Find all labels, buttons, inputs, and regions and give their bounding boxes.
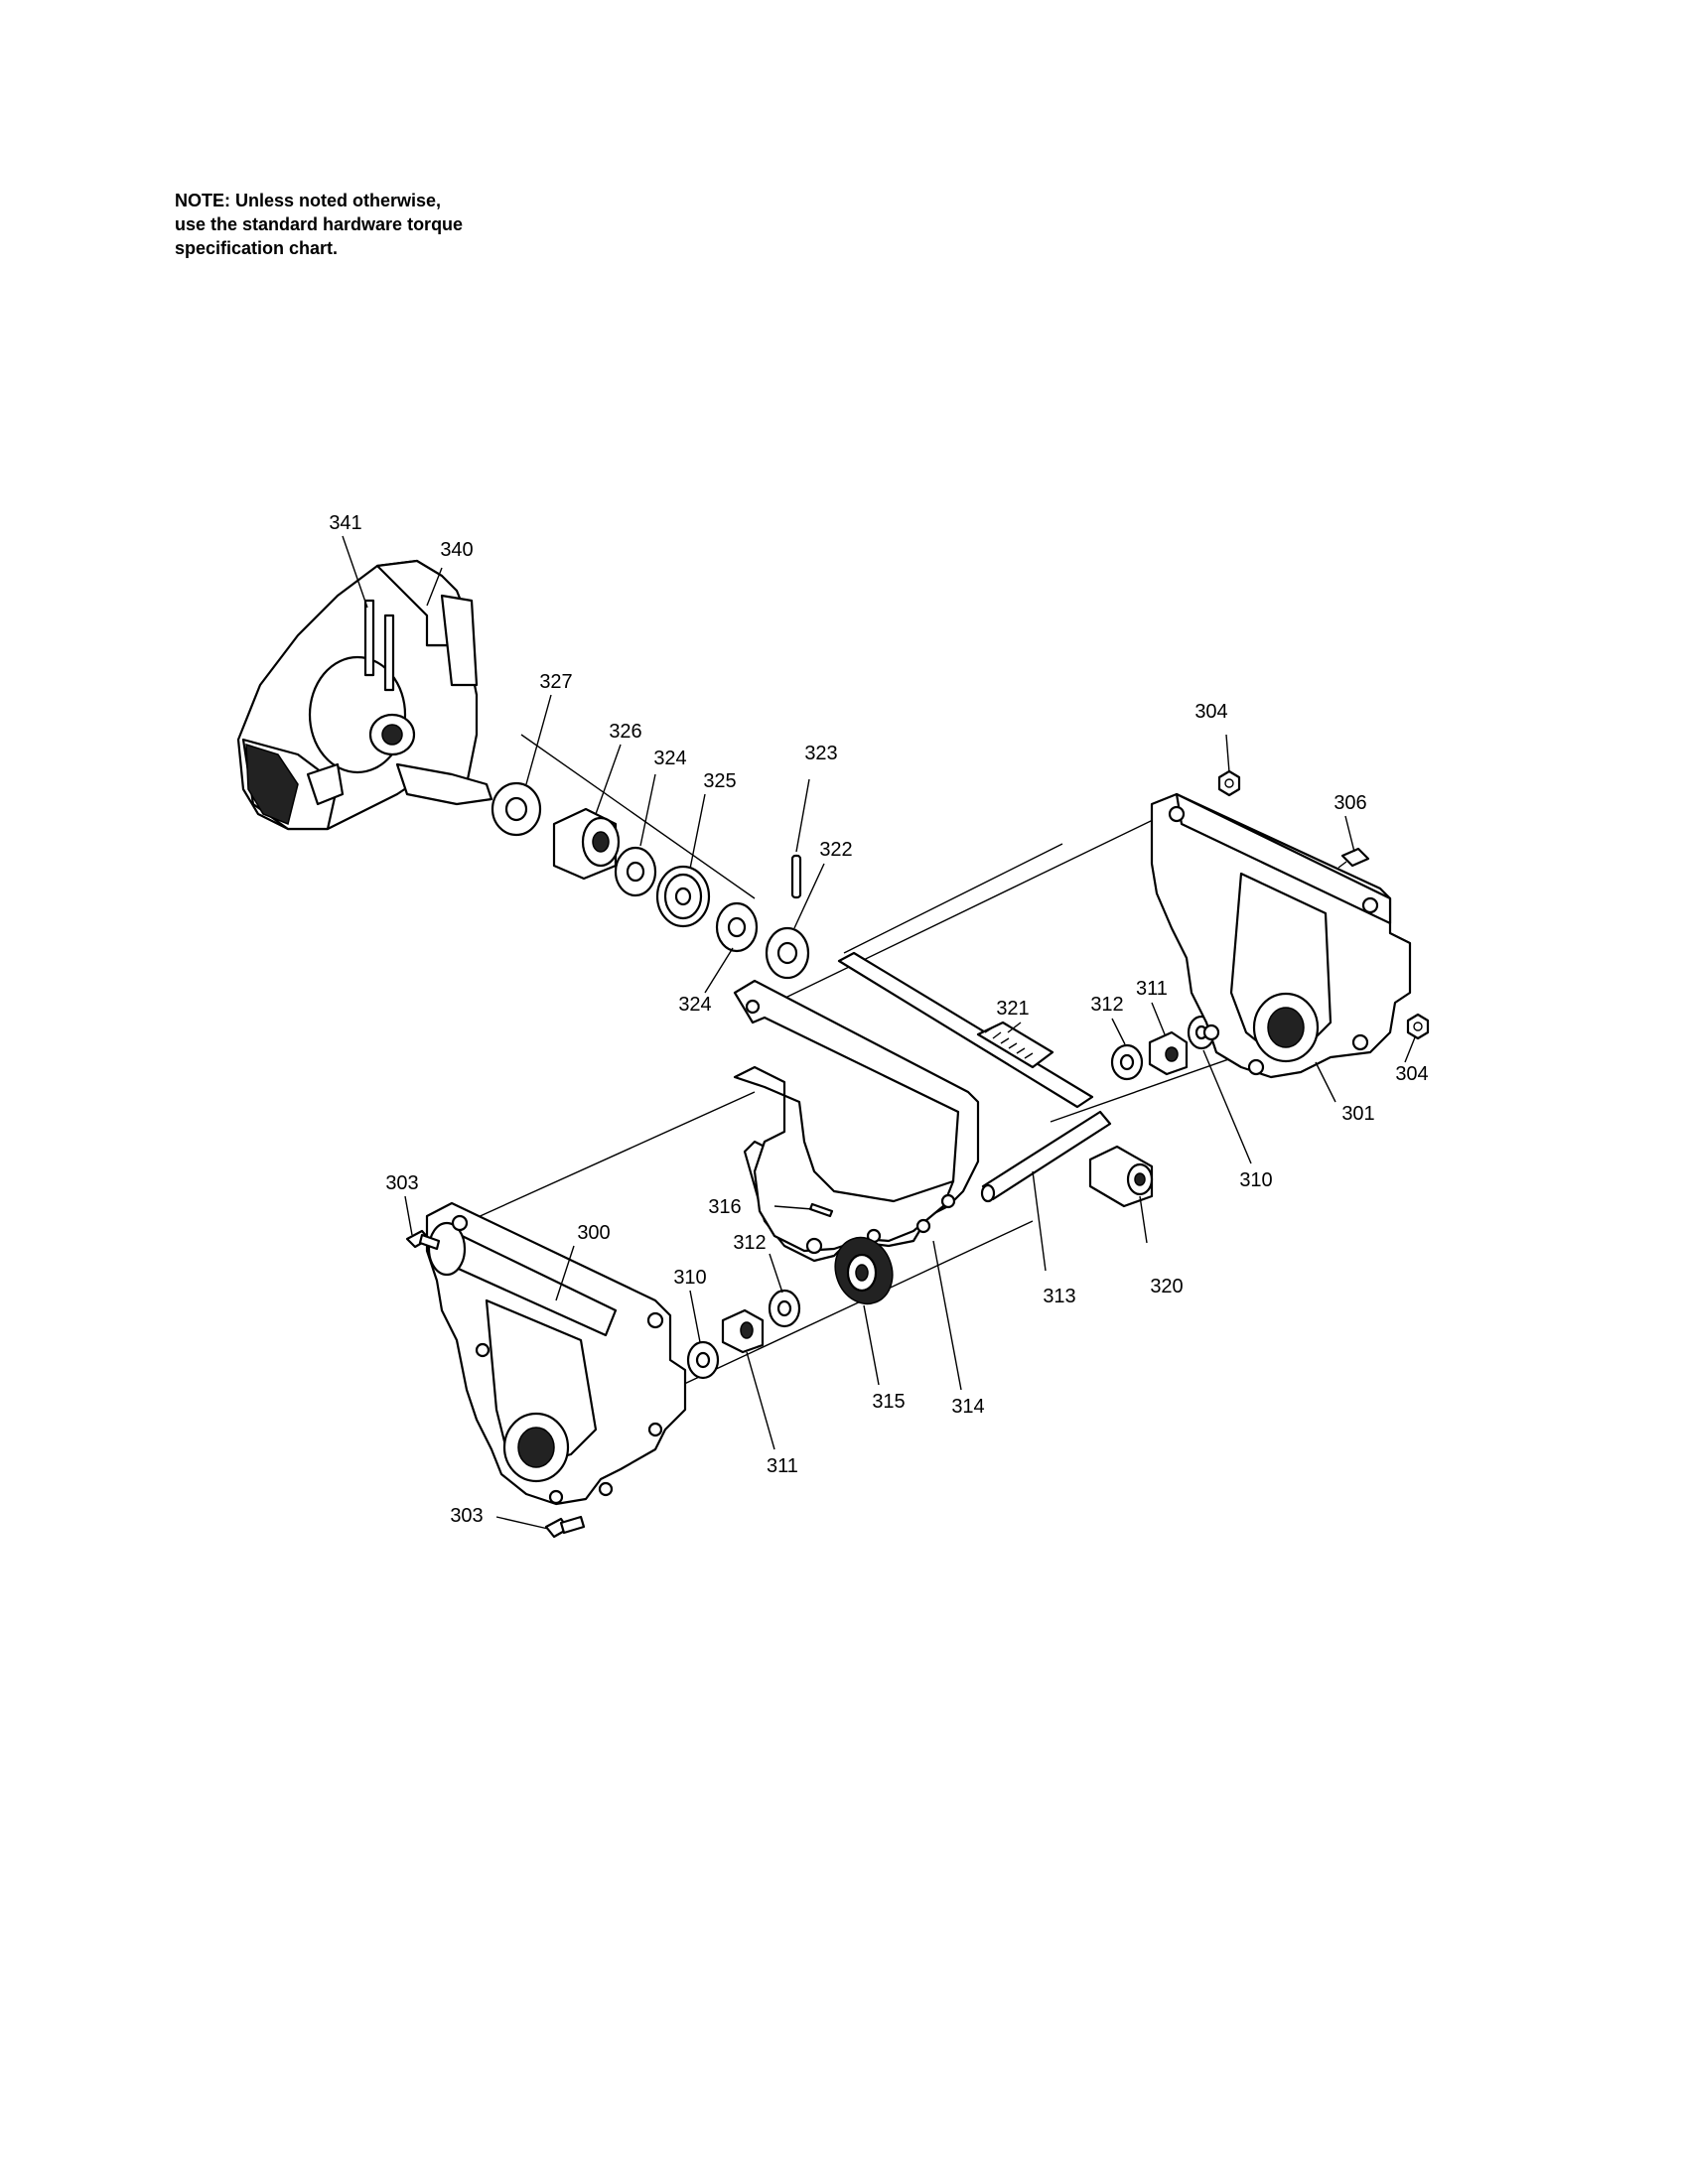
callout-303-top: 303 <box>385 1172 418 1194</box>
note-line-1: NOTE: Unless noted otherwise, <box>175 191 442 210</box>
thrust-bearing-325 <box>655 865 711 928</box>
washer-327 <box>491 781 542 837</box>
callout-340: 340 <box>440 539 473 561</box>
callout-312-right: 312 <box>1090 994 1123 1016</box>
washer-324-lower <box>715 901 759 953</box>
callout-labels: 341 340 327 326 324 325 323 322 324 321 … <box>329 512 1428 1527</box>
bushing-311-right <box>1148 1030 1189 1076</box>
callout-321: 321 <box>996 998 1029 1020</box>
callout-324-upper: 324 <box>653 748 686 769</box>
nut-304-right <box>1406 1013 1430 1040</box>
grease-fitting-306 <box>1337 847 1370 869</box>
callout-316: 316 <box>708 1196 741 1218</box>
screw-303-bottom <box>544 1515 586 1539</box>
callout-301: 301 <box>1341 1103 1374 1125</box>
callout-324-lower: 324 <box>678 994 711 1016</box>
screw-303-top <box>405 1229 441 1251</box>
callout-326: 326 <box>609 721 641 743</box>
washer-310-left <box>686 1340 720 1380</box>
washer-312-left <box>768 1289 801 1328</box>
callout-313: 313 <box>1043 1286 1075 1307</box>
callout-306: 306 <box>1333 792 1366 814</box>
callout-312-left: 312 <box>733 1232 766 1254</box>
worm-shaft-321 <box>837 951 1094 1109</box>
note-line-2: use the standard hardware torque <box>175 214 464 234</box>
callout-311-right: 311 <box>1136 978 1168 1000</box>
callout-314: 314 <box>951 1396 984 1418</box>
gear-315 <box>834 1236 894 1305</box>
callout-341: 341 <box>329 512 361 534</box>
shaft-313 <box>980 1110 1112 1203</box>
callout-325: 325 <box>703 770 736 792</box>
bushing-311-left <box>721 1308 765 1354</box>
washer-312-right <box>1110 1043 1144 1081</box>
callout-322: 322 <box>819 839 852 861</box>
leader-lines <box>342 535 1416 1530</box>
bushing-326 <box>552 807 621 881</box>
callout-327: 327 <box>539 671 572 693</box>
callout-300: 300 <box>577 1222 610 1244</box>
callout-303-bottom: 303 <box>450 1505 483 1527</box>
callout-310-right: 310 <box>1239 1169 1272 1191</box>
bushing-320 <box>1088 1145 1154 1208</box>
note-text: NOTE: Unless noted otherwise, use the st… <box>175 189 592 260</box>
callout-304-top: 304 <box>1194 701 1227 723</box>
gear-plate-314-inner <box>733 999 956 1255</box>
nut-304-top <box>1217 769 1241 797</box>
washer-324-upper <box>614 846 657 897</box>
key-316 <box>808 1202 834 1218</box>
callout-304-right: 304 <box>1395 1063 1428 1085</box>
note-line-3: specification chart. <box>175 238 339 258</box>
gear-housing-300 <box>425 1201 687 1506</box>
callout-323: 323 <box>804 743 837 764</box>
gear-housing-301 <box>1150 792 1412 1079</box>
callout-310-left: 310 <box>673 1267 706 1289</box>
thrust-collar-322 <box>765 926 810 980</box>
roll-pin-323 <box>790 854 802 899</box>
callout-320: 320 <box>1150 1276 1183 1297</box>
callout-311-left: 311 <box>767 1455 798 1477</box>
callout-315: 315 <box>872 1391 905 1413</box>
